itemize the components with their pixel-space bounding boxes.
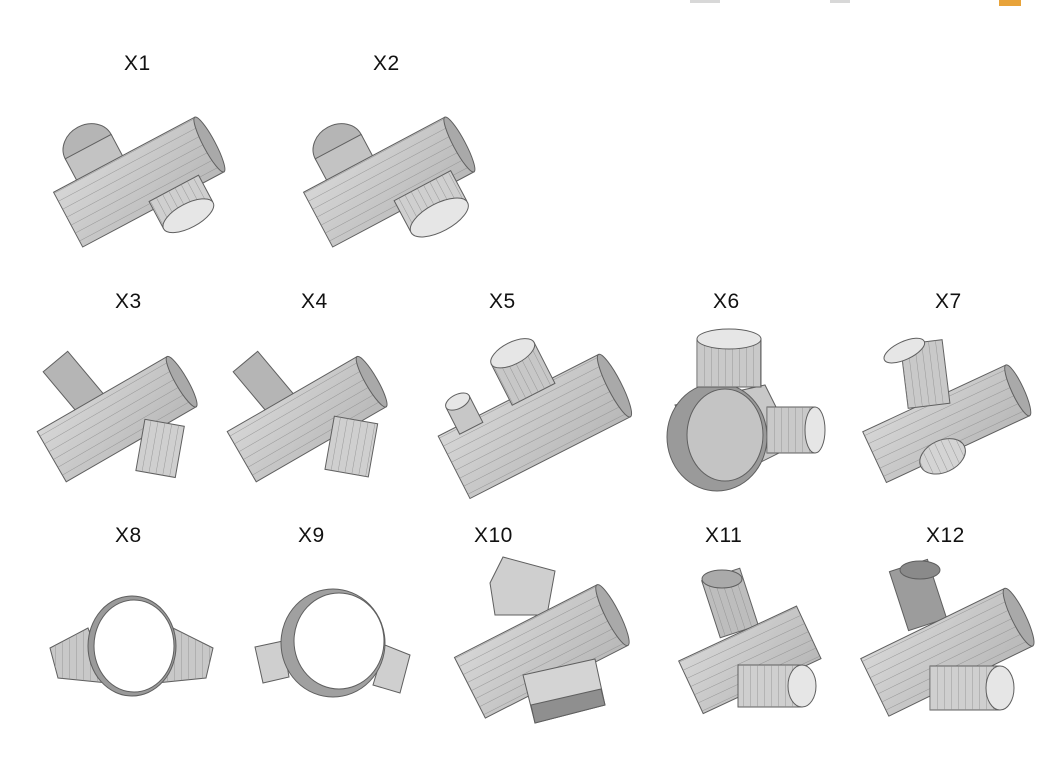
joint-label-x7: X7: [935, 290, 962, 313]
joint-drawing-x1: [52, 116, 226, 248]
joint-label-x6: X6: [713, 290, 740, 313]
joint-label-x11: X11: [705, 524, 743, 547]
joint-drawing-x9: [254, 588, 411, 698]
joint-label-x12: X12: [926, 524, 965, 547]
joint-drawing-x7: [862, 337, 1032, 484]
joint-drawing-x10: [453, 556, 630, 724]
joint-label-x9: X9: [298, 524, 325, 547]
joint-label-x1: X1: [124, 52, 151, 75]
joint-drawing-x11: [678, 567, 822, 715]
top-edge-mark: [690, 0, 720, 3]
joint-drawing-x8: [49, 595, 214, 697]
joint-drawing-x6: [666, 328, 826, 492]
joint-drawing-x12: [860, 558, 1035, 717]
joint-label-x8: X8: [115, 524, 142, 547]
corner-accent-mark: [999, 0, 1021, 6]
joint-drawing-x3: [36, 350, 198, 483]
joint-label-x5: X5: [489, 290, 516, 313]
joint-drawing-x2: [302, 116, 476, 248]
joint-drawing-x5: [437, 338, 633, 500]
joint-label-x2: X2: [373, 52, 400, 75]
joint-drawing-x4: [226, 350, 388, 483]
top-edge-mark: [830, 0, 850, 3]
joint-label-x3: X3: [115, 290, 142, 313]
joint-label-x10: X10: [474, 524, 513, 547]
joint-label-x4: X4: [301, 290, 328, 313]
